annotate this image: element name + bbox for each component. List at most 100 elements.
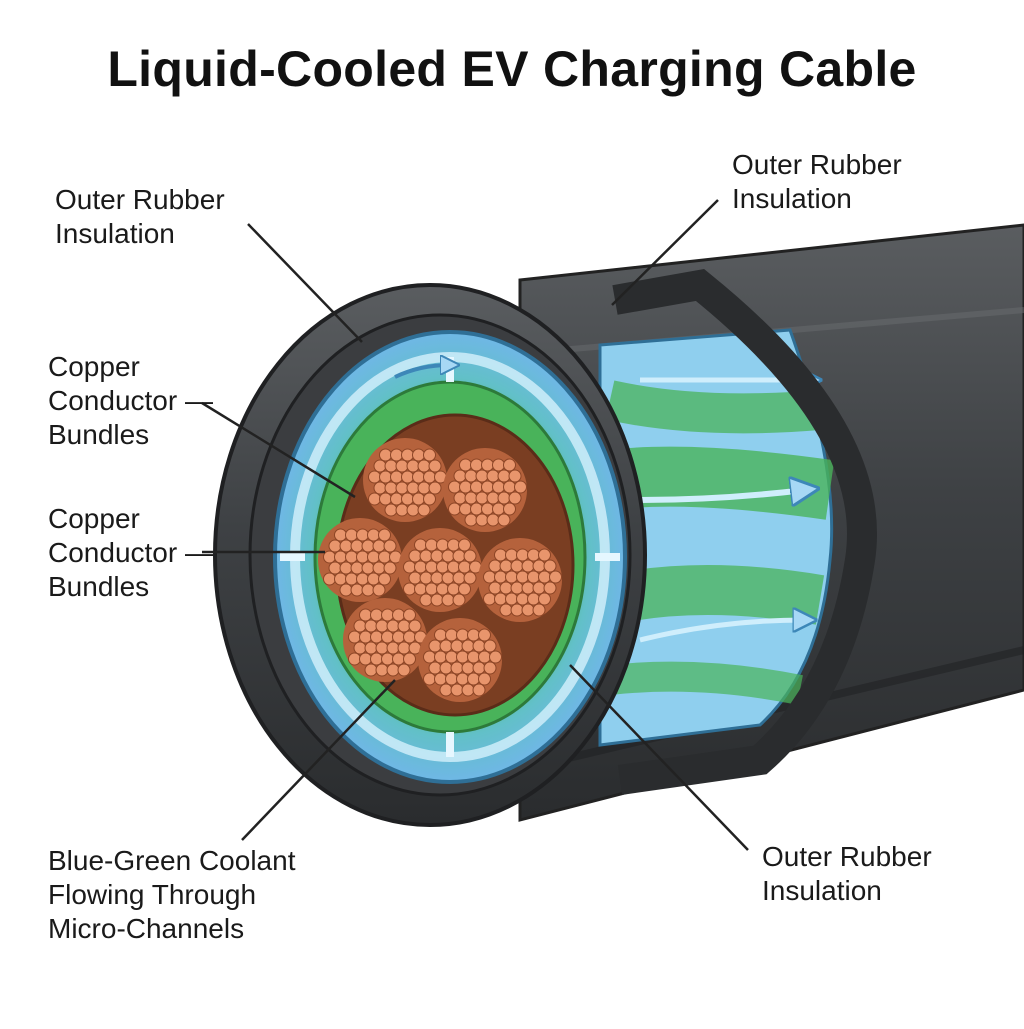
- copper-strand: [417, 481, 431, 495]
- copper-strand: [470, 480, 483, 494]
- copper-strand: [408, 549, 422, 563]
- copper-strand: [397, 663, 411, 677]
- copper-strand: [464, 469, 478, 483]
- copper-strand: [370, 652, 383, 666]
- copper-strand: [364, 663, 378, 677]
- copper-strand: [419, 571, 433, 585]
- copper-strand: [361, 561, 375, 575]
- leader-copper-1: [201, 401, 356, 499]
- copper-strand: [356, 572, 369, 586]
- label-coolant: Blue-Green Coolant Flowing Through Micro…: [48, 845, 296, 944]
- copper-strand: [497, 469, 511, 483]
- copper-strand: [359, 630, 372, 644]
- copper-strand: [408, 571, 422, 585]
- copper-strand: [403, 630, 416, 644]
- copper-strand: [505, 592, 518, 606]
- copper-strand: [488, 581, 502, 595]
- copper-strand: [334, 550, 347, 564]
- copper-strand: [350, 539, 364, 553]
- copper-strand: [381, 630, 394, 644]
- copper-strand: [458, 582, 471, 596]
- copper-strand: [381, 652, 394, 666]
- copper-strand: [483, 570, 496, 584]
- copper-bundle: [478, 538, 562, 622]
- cross-section: [213, 283, 647, 827]
- copper-bundle: [363, 438, 447, 522]
- copper-strand: [428, 661, 442, 675]
- copper-strand: [323, 550, 336, 564]
- copper-strand: [348, 652, 361, 666]
- copper-strand: [461, 639, 475, 653]
- copper-strand: [368, 492, 381, 506]
- copper-strand: [425, 538, 438, 552]
- copper-strand: [483, 661, 497, 675]
- copper-strand: [453, 491, 467, 505]
- copper-strand: [486, 513, 500, 527]
- copper-strand: [368, 470, 381, 484]
- copper-strand: [401, 448, 414, 462]
- copper-strand: [497, 491, 511, 505]
- copper-strand: [397, 641, 411, 655]
- copper-strand: [452, 593, 466, 607]
- copper-strand: [392, 608, 405, 622]
- label-outer-rubber-top-right: Outer Rubber Insulation: [732, 149, 902, 214]
- copper-strand: [392, 652, 405, 666]
- copper-strand: [425, 560, 438, 574]
- copper-strand: [463, 571, 477, 585]
- copper-strand: [339, 561, 353, 575]
- copper-strand: [436, 582, 449, 596]
- copper-strand: [538, 592, 551, 606]
- copper-strand: [378, 528, 391, 542]
- copper-strand: [401, 492, 414, 506]
- copper-strand: [430, 593, 444, 607]
- copper-strand: [478, 672, 491, 686]
- leader-outer-bottom-right: [569, 664, 749, 851]
- copper-strand: [441, 549, 455, 563]
- copper-strand: [441, 593, 455, 607]
- copper-strand: [403, 560, 416, 574]
- copper-strand: [425, 582, 438, 596]
- copper-strand: [483, 592, 496, 606]
- copper-strand: [467, 672, 480, 686]
- copper-strand: [364, 641, 378, 655]
- label-copper-bundles-2: Copper Conductor — Bundles: [48, 503, 213, 602]
- copper-strand: [434, 672, 447, 686]
- copper-strand: [378, 550, 391, 564]
- copper-strand: [436, 538, 449, 552]
- copper-strand: [378, 572, 391, 586]
- copper-strand: [448, 502, 461, 516]
- copper-strand: [470, 502, 483, 516]
- copper-strand: [406, 503, 420, 517]
- copper-strand: [481, 480, 494, 494]
- copper-bundle: [343, 598, 427, 682]
- copper-strand: [384, 503, 398, 517]
- copper-strand: [370, 608, 383, 622]
- copper-strand: [428, 639, 442, 653]
- copper-strand: [375, 641, 389, 655]
- copper-bundle: [398, 528, 482, 612]
- copper-strand: [456, 650, 469, 664]
- copper-strand: [423, 492, 436, 506]
- copper-strand: [521, 559, 535, 573]
- copper-strand: [503, 480, 516, 494]
- copper-strand: [510, 581, 524, 595]
- copper-strand: [543, 559, 557, 573]
- copper-strand: [464, 491, 478, 505]
- copper-strand: [367, 550, 380, 564]
- copper-strand: [459, 458, 472, 472]
- copper-bundle: [418, 618, 502, 702]
- copper-strand: [514, 480, 527, 494]
- copper-strand: [384, 481, 398, 495]
- copper-strand: [527, 592, 540, 606]
- copper-strand: [445, 628, 458, 642]
- copper-strand: [406, 459, 420, 473]
- copper-bundle: [443, 448, 527, 532]
- copper-strand: [450, 661, 464, 675]
- copper-strand: [456, 672, 469, 686]
- copper-strand: [375, 619, 389, 633]
- copper-strand: [452, 571, 466, 585]
- copper-strand: [467, 628, 480, 642]
- copper-strand: [478, 650, 491, 664]
- copper-strand: [353, 619, 367, 633]
- copper-strand: [508, 469, 522, 483]
